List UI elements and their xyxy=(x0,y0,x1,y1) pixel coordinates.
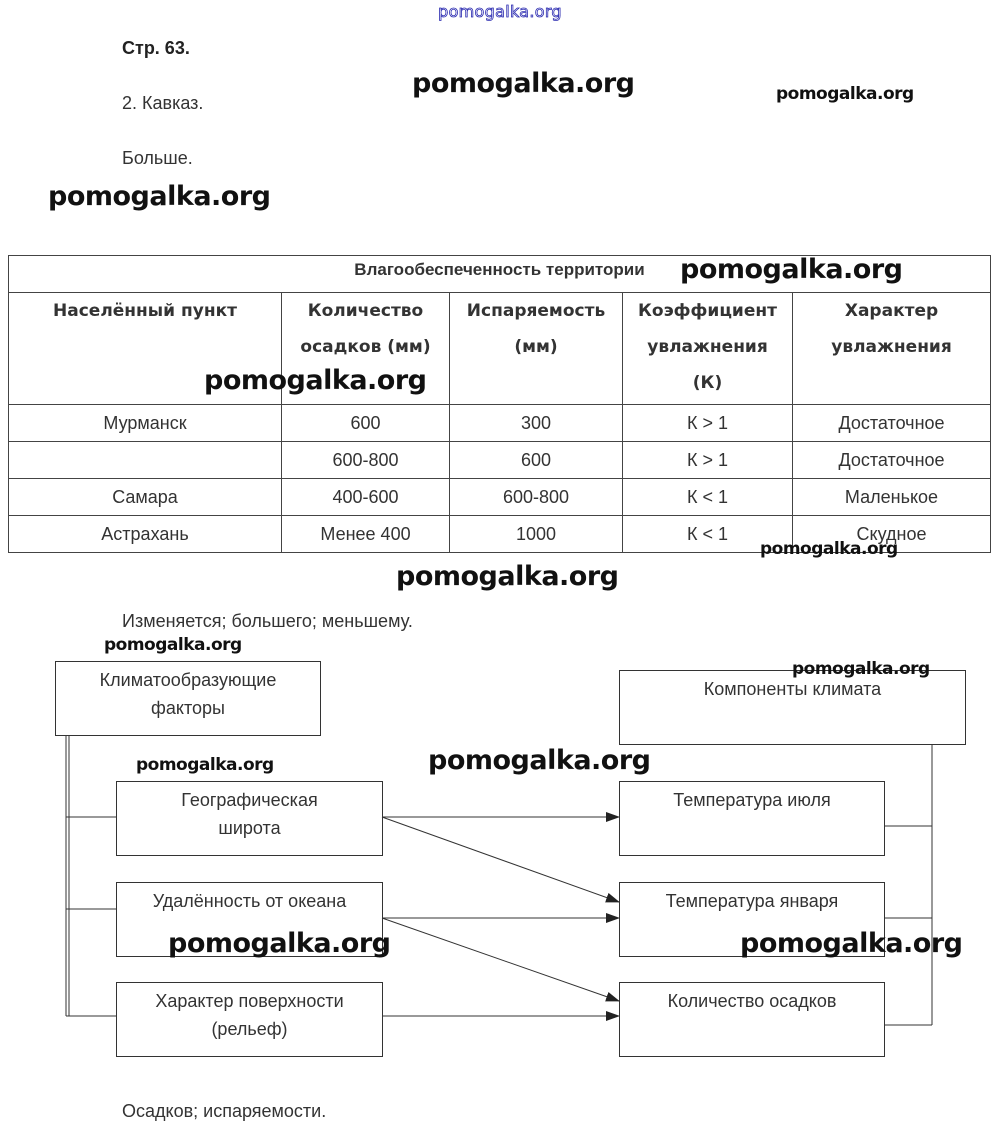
watermark: pomogalka.org xyxy=(396,561,619,592)
answer-2: Больше. xyxy=(122,148,193,168)
table-row: Самара 400-600 600-800 К < 1 Маленькое xyxy=(8,478,991,516)
watermark: pomogalka.org xyxy=(204,365,427,396)
cell-coefficient: К < 1 xyxy=(622,515,793,553)
cell-settlement: Самара xyxy=(8,478,282,516)
cell-coefficient: К < 1 xyxy=(622,478,793,516)
watermark: pomogalka.org xyxy=(168,928,391,959)
factor-box-relief: Характер поверхности(рельеф) xyxy=(116,982,383,1057)
watermark: pomogalka.org xyxy=(680,254,903,285)
top-watermark: pomogalka.org xyxy=(438,2,562,22)
component-box-january-temp: Температура января xyxy=(619,882,885,957)
component-box-july-temp: Температура июля xyxy=(619,781,885,856)
cell-moisture-type: Маленькое xyxy=(792,478,991,516)
cell-moisture-type: Достаточное xyxy=(792,441,991,479)
watermark: pomogalka.org xyxy=(740,928,963,959)
cell-evaporation: 600-800 xyxy=(449,478,623,516)
answer-3: Изменяется; большего; меньшему. xyxy=(122,611,413,631)
cell-precipitation: 600-800 xyxy=(281,441,450,479)
watermark: pomogalka.org xyxy=(760,539,898,559)
climate-components-box: Компоненты климата xyxy=(619,670,966,745)
table-row: Астрахань Менее 400 1000 К < 1 Скудное xyxy=(8,515,991,553)
watermark: pomogalka.org xyxy=(428,745,651,776)
cell-settlement xyxy=(8,441,282,479)
watermark: pomogalka.org xyxy=(48,181,271,212)
watermark: pomogalka.org xyxy=(136,755,274,775)
column-header-evaporation: Испаряемость(мм) xyxy=(449,292,623,405)
table-row: 600-800 600 К > 1 Достаточное xyxy=(8,441,991,479)
page-reference: Стр. 63. xyxy=(122,38,190,58)
arrow-latitude-to-january xyxy=(381,816,620,903)
table-title: Влагообеспеченность территории xyxy=(8,255,991,293)
table-row: Мурманск 600 300 К > 1 Достаточное xyxy=(8,404,991,442)
arrow-ocean-to-precipitation xyxy=(381,917,620,1002)
cell-evaporation: 300 xyxy=(449,404,623,442)
answer-1: 2. Кавказ. xyxy=(122,93,204,113)
cell-settlement: Астрахань xyxy=(8,515,282,553)
component-box-precipitation: Количество осадков xyxy=(619,982,885,1057)
cell-precipitation: 600 xyxy=(281,404,450,442)
watermark: pomogalka.org xyxy=(776,84,914,104)
cell-evaporation: 1000 xyxy=(449,515,623,553)
cell-coefficient: К > 1 xyxy=(622,404,793,442)
cell-moisture-type: Скудное xyxy=(792,515,991,553)
factor-box-ocean-distance: Удалённость от океана xyxy=(116,882,383,957)
cell-settlement: Мурманск xyxy=(8,404,282,442)
watermark: pomogalka.org xyxy=(792,659,930,679)
cell-precipitation: Менее 400 xyxy=(281,515,450,553)
answer-4: Осадков; испаряемости. xyxy=(122,1101,327,1121)
watermark: pomogalka.org xyxy=(412,68,635,99)
cell-moisture-type: Достаточное xyxy=(792,404,991,442)
watermark: pomogalka.org xyxy=(104,635,242,655)
moisture-table: Влагообеспеченность территории Населённы… xyxy=(8,255,991,553)
cell-precipitation: 400-600 xyxy=(281,478,450,516)
